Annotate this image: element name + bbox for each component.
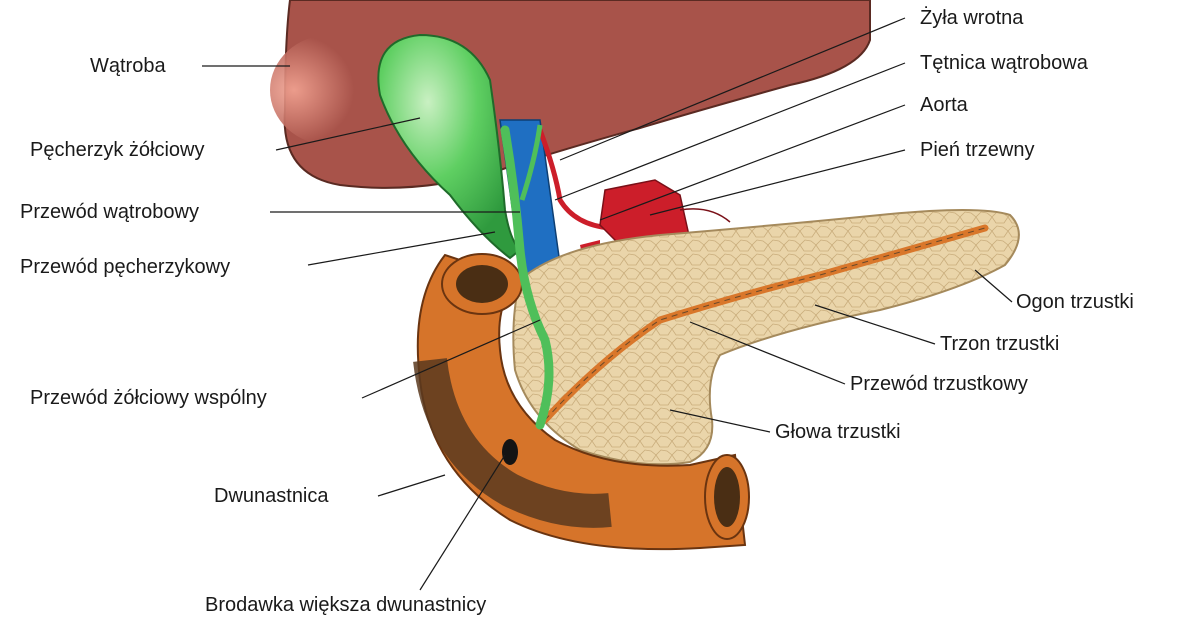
label-celiac-trunk: Pień trzewny [920,140,1035,160]
label-portal-vein: Żyła wrotna [920,8,1023,28]
label-duodenum: Dwunastnica [214,486,329,506]
liver-shape [270,0,870,188]
label-pancreas-head: Głowa trzustki [775,422,901,442]
label-hepatic-duct: Przewód wątrobowy [20,202,199,222]
label-common-bile-duct: Przewód żółciowy wspólny [30,388,267,408]
label-liver: Wątroba [90,56,166,76]
label-pancreatic-duct: Przewód trzustkowy [850,374,1028,394]
label-papilla: Brodawka większa dwunastnicy [205,595,486,615]
label-pancreas-tail: Ogon trzustki [1016,292,1134,312]
label-pancreas-body: Trzon trzustki [940,334,1059,354]
label-gallbladder: Pęcherzyk żółciowy [30,140,205,160]
label-aorta: Aorta [920,95,968,115]
label-cystic-duct: Przewód pęcherzykowy [20,257,230,277]
label-hepatic-artery: Tętnica wątrobowa [920,53,1088,73]
